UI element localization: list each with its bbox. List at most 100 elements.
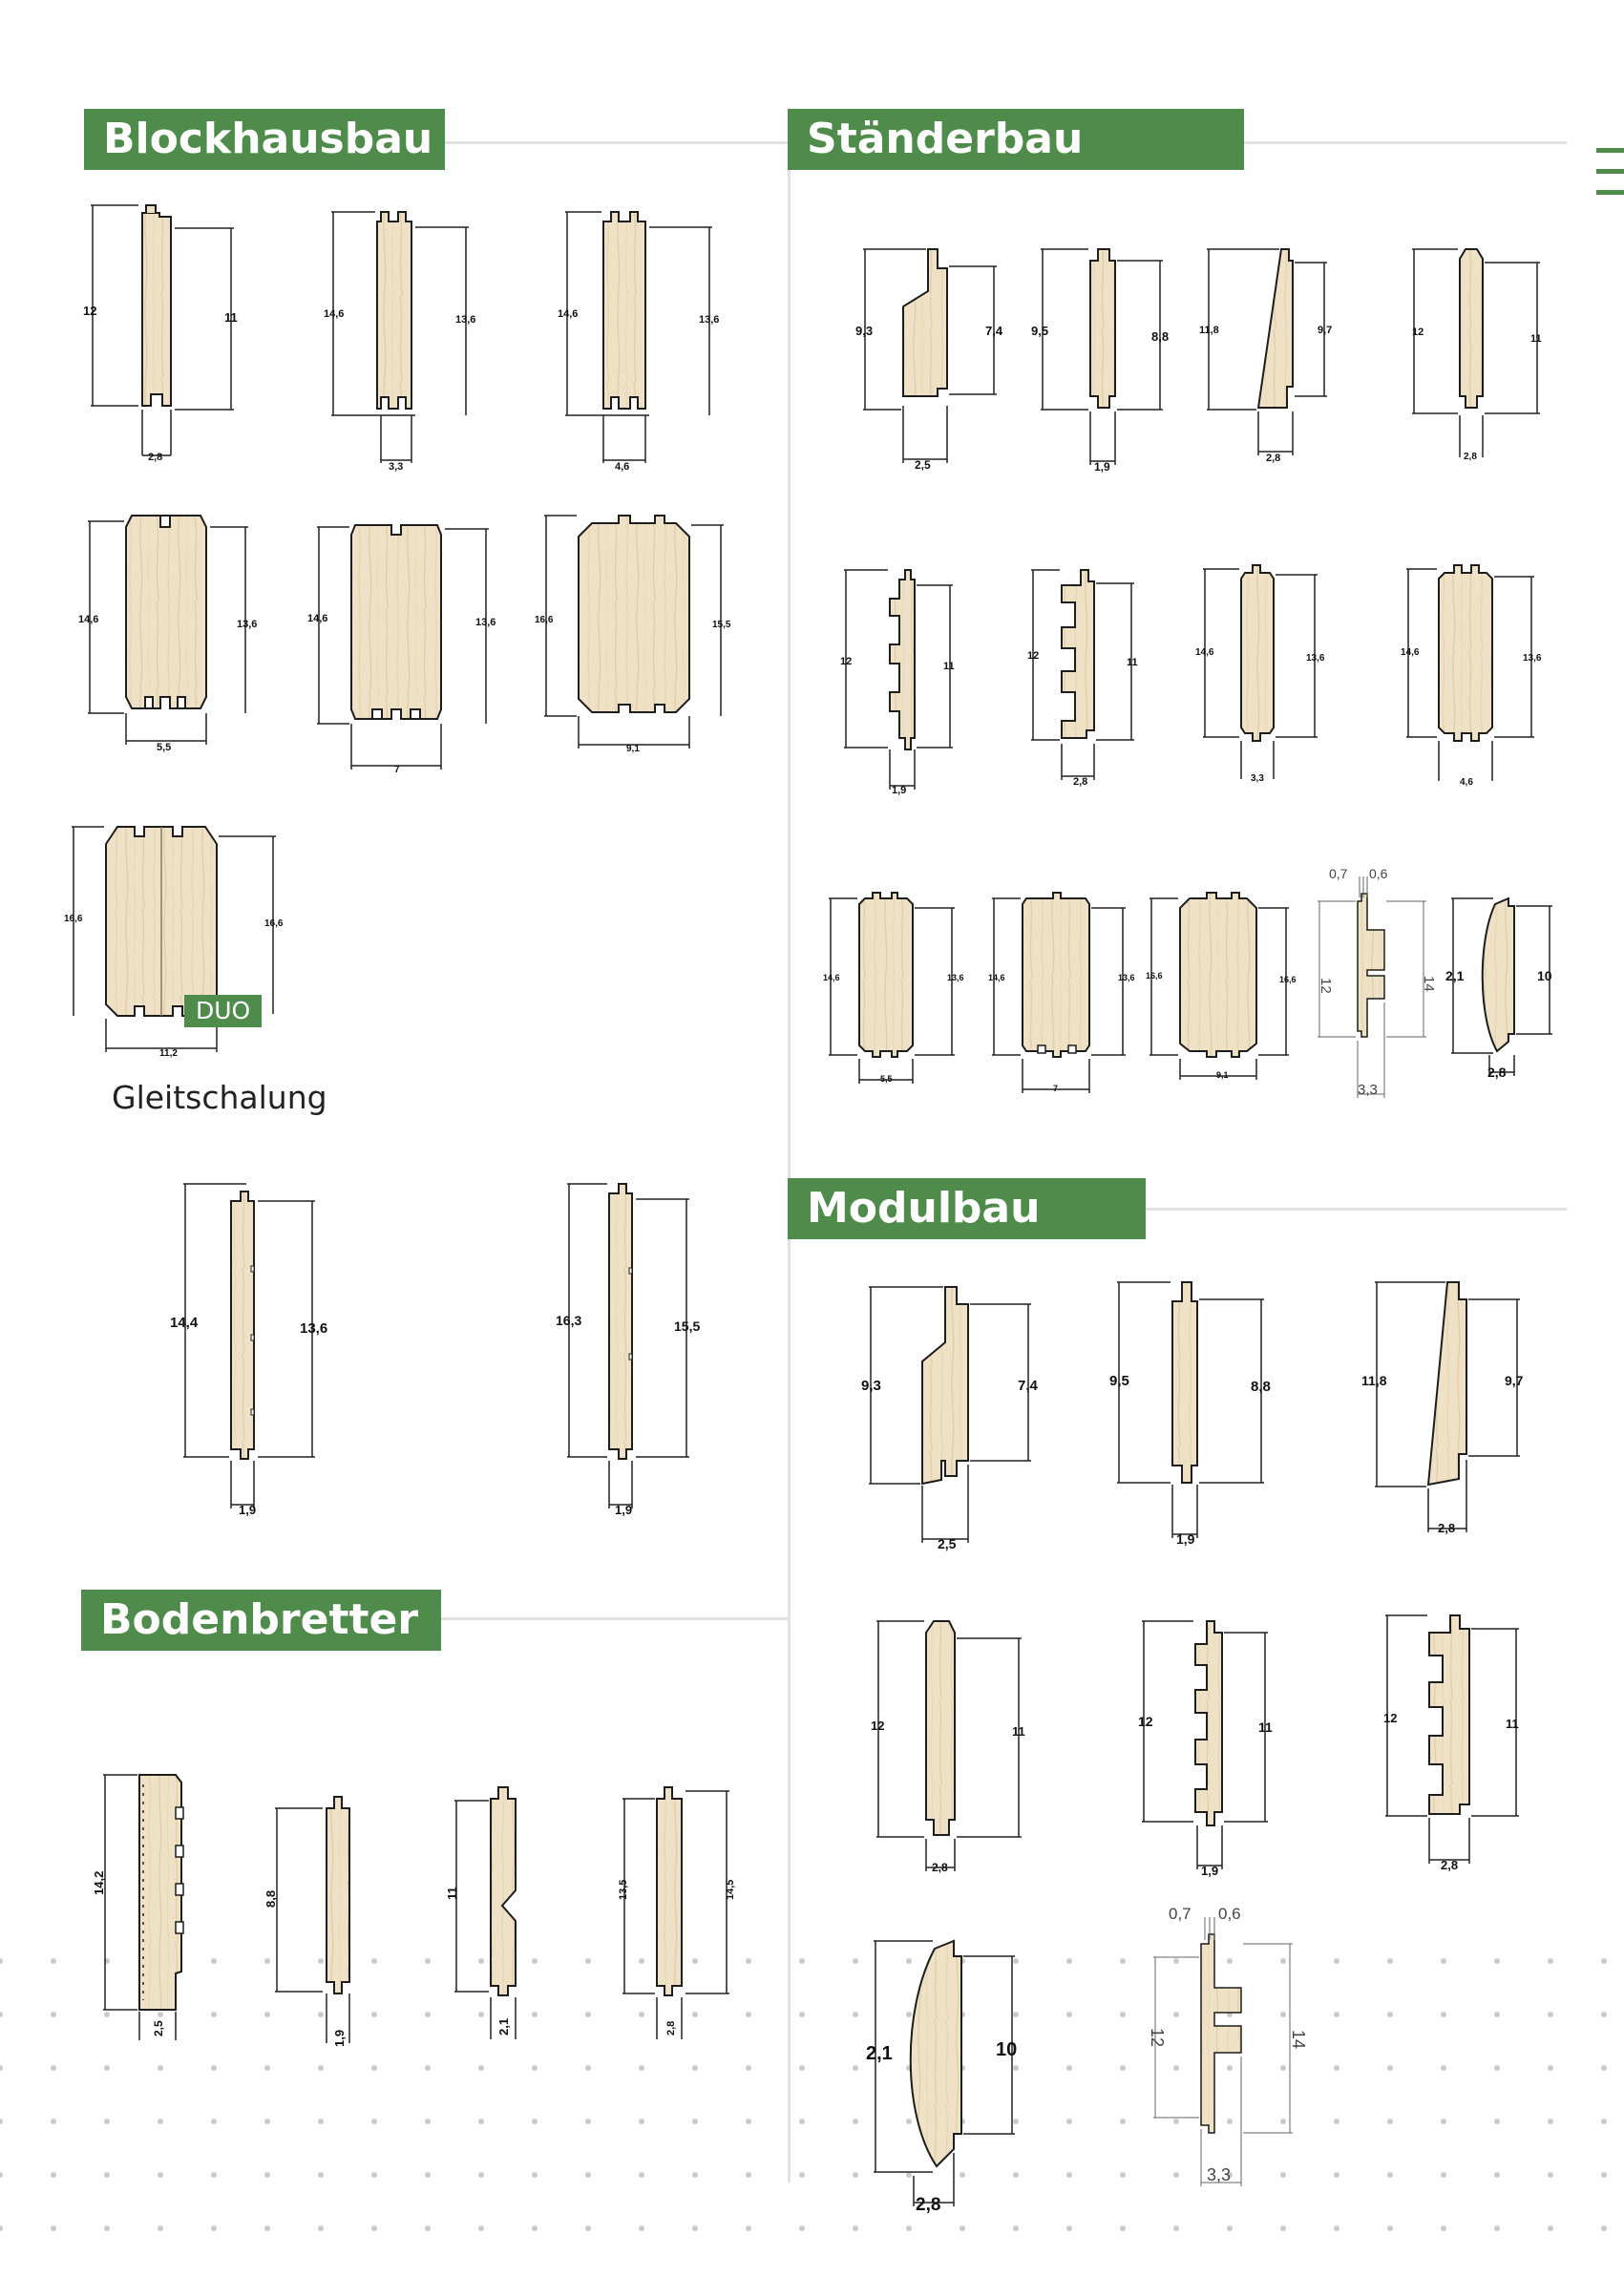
- dim-bottom: 1,9: [615, 1503, 632, 1517]
- dim-bottom: 4,6: [1460, 777, 1473, 788]
- profile-modul-4: 12 11 2,8: [871, 1620, 1025, 1874]
- dim-left: 12: [1412, 327, 1424, 338]
- dim-left: 14,6: [307, 613, 327, 624]
- dim-left: 11,8: [1199, 325, 1219, 336]
- dim-right: 11: [1012, 1724, 1025, 1739]
- dim-left: 14,4: [170, 1315, 199, 1331]
- dim-top-a: 0,7: [1169, 1905, 1192, 1923]
- section-header-bodenbretter: Bodenbretter: [81, 1590, 441, 1651]
- dim-right: 8,8: [1151, 329, 1169, 344]
- dim-right: 14: [1421, 976, 1437, 992]
- dim-left: 14,6: [988, 973, 1005, 982]
- profile-modul-6: 12 11 2,8: [1383, 1614, 1519, 1872]
- dim-bottom: 2,8: [932, 1861, 948, 1874]
- dim-bottom: 2,8: [665, 2021, 677, 2035]
- dim-bottom: 2,8: [1441, 1858, 1458, 1872]
- dim-bottom: 3,3: [1358, 1082, 1378, 1098]
- profile-modul-5: 12 11 1,9: [1138, 1620, 1273, 1878]
- dim-bottom: 2,8: [1487, 1065, 1507, 1080]
- profile-staender-1: 9,3 7,4 2,5: [855, 248, 1003, 472]
- profile-boden-2: 8,8 1,9: [264, 1796, 350, 2047]
- dim-right: 10: [1537, 968, 1552, 983]
- dim-right: 7,4: [1018, 1378, 1039, 1394]
- dim-right: 9,7: [1318, 325, 1332, 336]
- dim-left: 2,1: [1445, 968, 1465, 983]
- dim-right: 14,5: [725, 1880, 736, 1900]
- dim-bottom: 2,8: [1266, 453, 1280, 464]
- dim-bottom: 2,8: [148, 452, 162, 463]
- dim-bottom: 2,1: [496, 2018, 511, 2035]
- dim-right: 7,4: [985, 324, 1003, 338]
- dim-left: 14,6: [823, 973, 840, 982]
- dim-bottom: 4,6: [615, 461, 629, 473]
- dim-bottom: 2,8: [1464, 452, 1477, 462]
- dim-left: 16,6: [1146, 971, 1163, 981]
- section-header-staenderbau: Ständerbau: [788, 109, 1244, 170]
- dim-left: 9,5: [1109, 1373, 1129, 1389]
- dim-right: 13,6: [475, 617, 496, 628]
- dim-left: 12: [840, 656, 852, 667]
- dim-right: 11: [1258, 1719, 1273, 1735]
- profile-boden-3: 11 2,1: [445, 1786, 517, 2039]
- profile-modul-7: 2,1 10 2,8: [866, 1939, 1017, 2215]
- dim-bottom: 11,2: [159, 1048, 178, 1059]
- dim-bottom: 1,9: [239, 1503, 256, 1517]
- profile-modul-3: 11,8 9,7 2,8: [1361, 1281, 1524, 1535]
- staenderbau-rule: [1244, 141, 1567, 144]
- dim-left: 12: [1027, 650, 1039, 662]
- dim-right: 15,5: [712, 620, 731, 630]
- profile-staender-4: 12 11 2,8: [1412, 248, 1542, 462]
- bodenbretter-rule: [441, 1617, 788, 1620]
- dim-bottom: 7: [1053, 1084, 1058, 1093]
- dim-bottom: 1,9: [892, 785, 906, 796]
- dim-bottom: 3,3: [1251, 773, 1264, 784]
- dim-left: 12: [83, 304, 96, 318]
- dim-left: 12: [871, 1719, 884, 1733]
- dim-right: 16,6: [264, 918, 284, 929]
- profile-blockhaus-6: 16,6 15,5 9,1: [535, 515, 731, 754]
- dim-left: 11,8: [1361, 1373, 1387, 1388]
- dim-top-b: 0,6: [1369, 866, 1388, 881]
- profile-blockhaus-1: 12 11 2,8: [83, 204, 238, 463]
- dim-right: 8,8: [1251, 1379, 1271, 1395]
- dim-bottom: 2,8: [1438, 1521, 1455, 1535]
- dim-right: 13,6: [237, 619, 257, 630]
- menu-icon[interactable]: [1596, 148, 1624, 196]
- dim-right: 10: [996, 2039, 1017, 2060]
- dim-bottom: 2,5: [938, 1536, 957, 1551]
- profile-staender-5: 12 11 1,9: [840, 569, 955, 796]
- dim-right: 11: [224, 310, 238, 325]
- dim-bottom: 7: [394, 765, 400, 775]
- dim-right: 15,5: [674, 1318, 700, 1334]
- dim-bottom: 5,5: [157, 742, 171, 753]
- dim-bottom: 9,1: [626, 744, 640, 754]
- dim-bottom: 1,9: [1176, 1531, 1195, 1547]
- dim-bottom: 2,8: [1073, 776, 1087, 788]
- profile-staender-10: 14,6 13,6 7: [988, 892, 1135, 1093]
- dim-left: 12: [1383, 1711, 1397, 1725]
- dim-left: 16,6: [64, 914, 83, 924]
- dim-bottom: 9,1: [1216, 1070, 1229, 1080]
- dim-right: 16,6: [1279, 975, 1297, 984]
- dim-bottom: 1,9: [332, 2030, 347, 2047]
- dim-right: 13,6: [1118, 973, 1135, 982]
- profile-staender-12: 0,7 0,6 12 14 3,3: [1318, 866, 1437, 1098]
- dim-left: 12: [1318, 978, 1334, 994]
- profile-modul-2: 9,5 8,8 1,9: [1109, 1281, 1271, 1547]
- dim-left: 16,3: [556, 1313, 581, 1328]
- dim-left: 14,6: [558, 308, 578, 320]
- profile-blockhaus-duo: 16,6 16,6 11,2: [64, 826, 284, 1059]
- profile-modul-8: 0,7 0,6 12 14 3,3: [1148, 1905, 1308, 2186]
- profile-staender-2: 9,5 8,8 1,9: [1031, 248, 1169, 474]
- profile-staender-11: 16,6 16,6 9,1: [1146, 892, 1297, 1080]
- dim-bottom: 3,3: [389, 461, 403, 473]
- dim-right: 11: [943, 661, 955, 672]
- modulbau-rule: [1146, 1208, 1567, 1211]
- dim-bottom: 2,5: [915, 458, 931, 472]
- profile-staender-8: 14,6 13,6 4,6: [1401, 564, 1542, 788]
- dim-left: 14,6: [324, 308, 344, 320]
- section-header-modulbau: Modulbau: [788, 1178, 1146, 1239]
- dim-right: 14: [1289, 2030, 1308, 2049]
- dim-left: 8,8: [264, 1890, 278, 1908]
- section-header-blockhausbau: Blockhausbau: [84, 109, 445, 170]
